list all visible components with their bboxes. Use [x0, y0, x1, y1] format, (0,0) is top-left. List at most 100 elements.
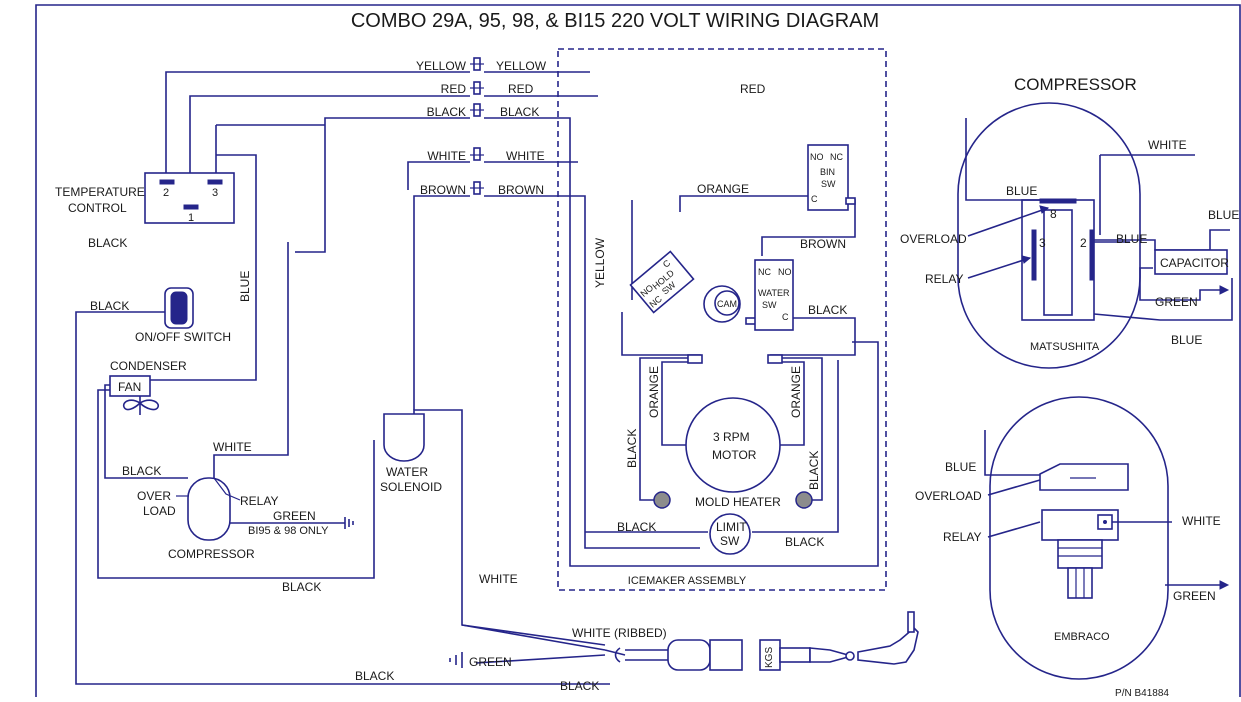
terminal-left-label: WHITE: [427, 149, 466, 163]
compressor-left: OVER LOAD RELAY GREEN BI95 & 98 ONLY COM…: [137, 477, 354, 561]
terminal-left-label: YELLOW: [416, 59, 467, 73]
bin-switch: NO NC BIN SW C: [807, 144, 856, 211]
water-switch-no: NO: [778, 267, 792, 277]
matsushita-name: MATSUSHITA: [1030, 341, 1100, 353]
hold-switch-c: C: [661, 258, 673, 270]
matsushita-wire-blue: BLUE: [1208, 208, 1239, 222]
matsushita-terminal-8: 8: [1050, 207, 1057, 221]
mold-heater-label: MOLD HEATER: [695, 495, 781, 509]
limit-switch: LIMIT SW: [709, 513, 751, 555]
embraco-wire-green: GREEN: [1173, 589, 1216, 603]
icemaker-wire-yellow: YELLOW: [593, 237, 607, 288]
mold-heater: MOLD HEATER: [653, 491, 813, 509]
wire-label-black: BLACK: [90, 299, 129, 313]
icemaker-wire-black: BLACK: [808, 303, 847, 317]
bin-switch-no: NO: [810, 152, 824, 162]
diagram-title: COMBO 29A, 95, 98, & BI15 220 VOLT WIRIN…: [351, 10, 879, 32]
bin-switch-label: SW: [821, 179, 836, 189]
embraco-wire-white: WHITE: [1182, 514, 1221, 528]
compressor-label: COMPRESSOR: [168, 547, 255, 561]
icemaker-wire-black: BLACK: [807, 451, 821, 490]
cam: CAM: [703, 285, 757, 325]
terminal-connector: [470, 81, 484, 95]
on-off-switch-label: ON/OFF SWITCH: [135, 330, 231, 344]
wire-label-white: WHITE: [479, 572, 518, 586]
fan-label: FAN: [118, 380, 141, 394]
overload-label: OVER: [137, 489, 171, 503]
terminal-right-label: WHITE: [506, 149, 545, 163]
wire-label-white: WHITE: [213, 440, 252, 454]
terminal-left-label: BROWN: [420, 183, 466, 197]
bin-switch-c: C: [811, 194, 818, 204]
terminal-right-label: YELLOW: [496, 59, 547, 73]
terminal-connector: [470, 147, 484, 161]
embraco-compressor: BLUE OVERLOAD RELAY WHITE GREEN EMBRACO: [915, 396, 1221, 680]
embraco-overload-label: OVERLOAD: [915, 489, 982, 503]
cord-wire-green: GREEN: [469, 655, 512, 669]
plug-adapter: [759, 639, 855, 671]
matsushita-wire-blue: BLUE: [1006, 184, 1037, 198]
solenoid-label: SOLENOID: [380, 480, 442, 494]
embraco-wire-blue: BLUE: [945, 460, 976, 474]
icemaker-wire-orange: ORANGE: [647, 366, 661, 418]
plug-mark: KGS: [764, 647, 775, 668]
bin-switch-label: BIN: [820, 167, 835, 177]
left-wiring: [75, 71, 610, 685]
rpm-motor: 3 RPM MOTOR: [685, 397, 781, 493]
water-solenoid: WATER SOLENOID: [380, 413, 442, 494]
wire-label-black: BLACK: [282, 580, 321, 594]
green-label: GREEN: [273, 509, 316, 523]
icemaker-wire-red: RED: [740, 82, 766, 96]
icemaker-boundary: [557, 48, 887, 591]
terminal-connector: [470, 57, 484, 71]
terminal-left-label: RED: [441, 82, 467, 96]
motor-label: 3 RPM: [713, 430, 750, 444]
hold-switch: C HOLD SW NO NC: [629, 250, 695, 314]
icemaker-label: ICEMAKER ASSEMBLY: [628, 575, 747, 587]
icemaker-wire-black: BLACK: [617, 520, 656, 534]
icemaker-wire-black: BLACK: [625, 429, 639, 468]
matsushita-terminal-3: 3: [1039, 236, 1046, 250]
green-note: BI95 & 98 ONLY: [248, 525, 329, 537]
motor-label: MOTOR: [712, 448, 757, 462]
limit-switch-label: SW: [720, 534, 740, 548]
limit-switch-label: LIMIT: [716, 520, 747, 534]
embraco-name: EMBRACO: [1054, 631, 1110, 643]
temp-terminal-3: 3: [212, 187, 218, 199]
water-switch-nc: NC: [758, 267, 771, 277]
capacitor-label: CAPACITOR: [1160, 256, 1229, 270]
relay-label: RELAY: [240, 494, 278, 508]
plug-head: [857, 611, 919, 665]
matsushita-compressor: COMPRESSOR WHITE BLUE BLUE OVERLOAD 8 3 …: [900, 75, 1239, 369]
terminal-connector: [470, 103, 484, 117]
terminal-right-label: RED: [508, 82, 534, 96]
diagram-frame: [35, 4, 1241, 697]
condenser-label: CONDENSER: [110, 359, 187, 373]
matsushita-wire-blue: BLUE: [1116, 232, 1147, 246]
compressor-heading: COMPRESSOR: [1014, 75, 1137, 94]
temp-control-label: TEMPERATURE: [55, 185, 145, 199]
matsushita-relay-label: RELAY: [925, 272, 963, 286]
matsushita-wire-white: WHITE: [1148, 138, 1187, 152]
water-switch-label: SW: [762, 300, 777, 310]
terminal-right-label: BROWN: [498, 183, 544, 197]
terminal-connector: [470, 181, 484, 195]
icemaker-wire-brown: BROWN: [800, 237, 846, 251]
cam-label: CAM: [717, 299, 737, 309]
ground-icon: [344, 517, 354, 529]
part-number: P/N B41884: [1115, 688, 1169, 699]
temp-terminal-1: 1: [188, 212, 194, 224]
icemaker-wire-black: BLACK: [785, 535, 824, 549]
on-off-switch: ON/OFF SWITCH: [135, 287, 231, 344]
condenser-fan: CONDENSER FAN: [109, 359, 187, 415]
icemaker-wire-orange: ORANGE: [789, 366, 803, 418]
matsushita-wire-blue: BLUE: [1171, 333, 1202, 347]
cord-wire-white-ribbed: WHITE (RIBBED): [572, 626, 667, 640]
ground-icon: [449, 652, 463, 668]
temperature-control: 2 3 1 TEMPERATURE CONTROL: [55, 172, 235, 224]
icemaker-wiring: [484, 71, 879, 567]
wire-label-black: BLACK: [88, 236, 127, 250]
overload-label: LOAD: [143, 504, 176, 518]
ground-icon: [1219, 285, 1230, 590]
